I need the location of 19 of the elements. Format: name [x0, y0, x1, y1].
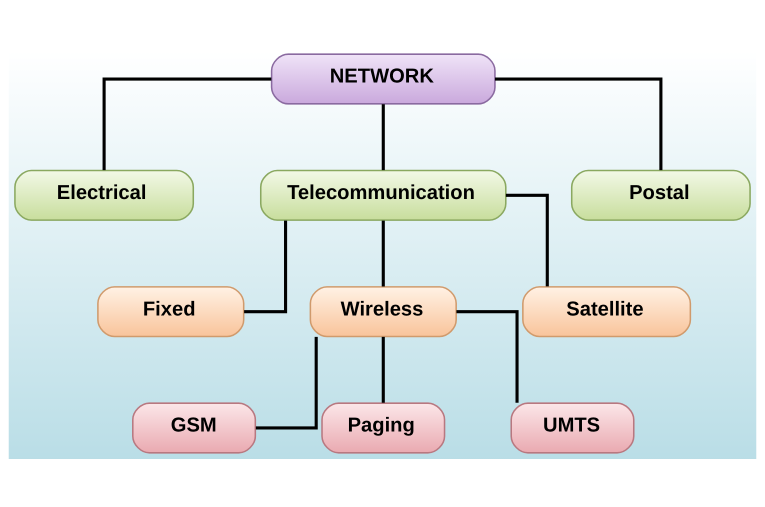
node-box: Fixed [97, 286, 244, 338]
node-box: Telecommunication [260, 170, 507, 221]
connector [256, 336, 318, 430]
node-box: UMTS [510, 402, 635, 454]
connector [244, 220, 288, 314]
node-box: NETWORK [270, 53, 496, 105]
node-box: Postal [570, 170, 751, 221]
connector [456, 310, 519, 403]
node-box: GSM [132, 402, 256, 454]
connector [102, 77, 272, 170]
connector [382, 336, 385, 403]
node-box: Wireless [310, 286, 457, 338]
connector [495, 77, 662, 170]
node-box: Electrical [14, 170, 194, 221]
node-box: Paging [321, 402, 446, 454]
connector [506, 194, 549, 286]
node-box: Satellite [522, 286, 692, 338]
connector [382, 220, 385, 286]
connector [382, 104, 385, 170]
